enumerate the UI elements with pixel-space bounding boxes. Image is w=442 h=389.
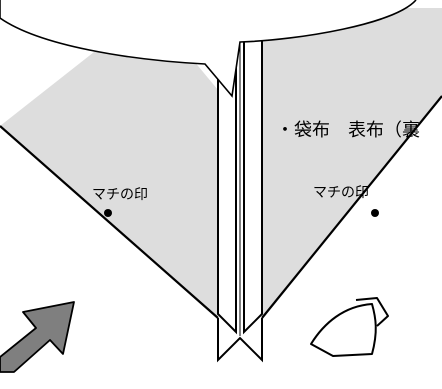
- right-panel-edge: [261, 95, 442, 319]
- iron-icon: [310, 297, 389, 357]
- right-mark-dot: [371, 209, 379, 217]
- right-mark-label: マチの印: [313, 185, 369, 201]
- left-mark-label: マチの印: [92, 187, 148, 203]
- left-panel-edge: [0, 125, 219, 319]
- direction-arrow-icon: [0, 301, 75, 373]
- speech-bubble-icon: [0, 0, 417, 98]
- left-mark-dot: [104, 209, 112, 217]
- fabric-label: ・袋布 表布（裏: [276, 120, 420, 141]
- left-fabric-panel: [0, 8, 218, 318]
- right-fabric-panel: [262, 8, 442, 318]
